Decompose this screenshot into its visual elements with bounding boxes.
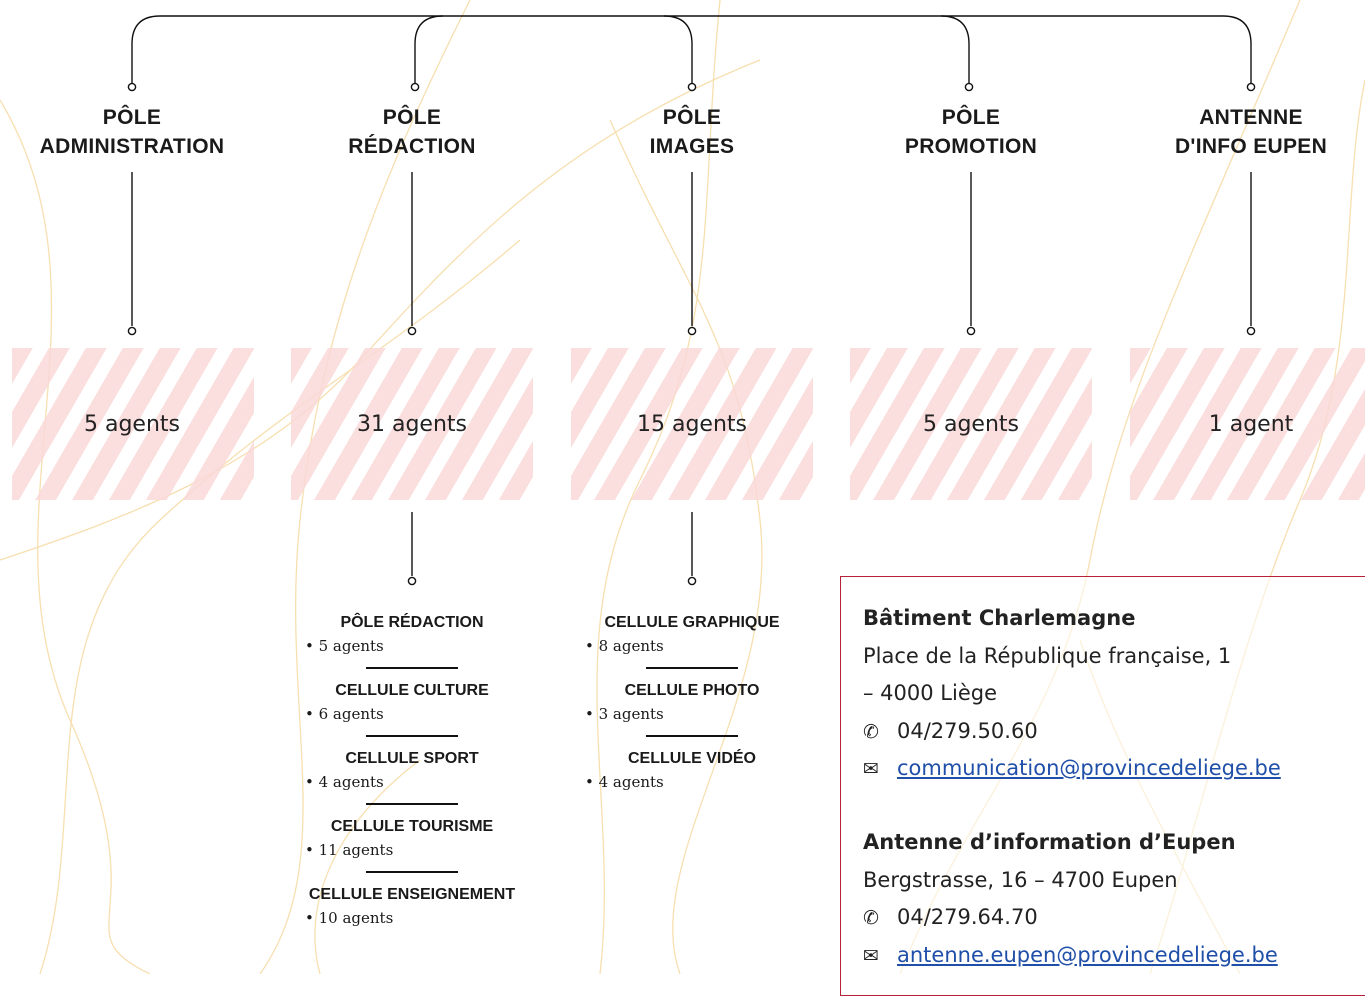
agent-count-administration: 5 agents [83, 412, 180, 437]
contact-email: ✉ communication@provincedeliege.be [863, 750, 1343, 788]
cell-title: CELLULE VIDÉO [627, 750, 756, 767]
pole-title-line2: PROMOTION [904, 135, 1038, 158]
pole-title-images: PÔLE IMAGES [572, 103, 812, 161]
cell-item: CELLULE GRAPHIQUE • 8 agents [567, 612, 817, 658]
contact-email: ✉ antenne.eupen@provincedeliege.be [863, 937, 1343, 975]
cell-divider [366, 871, 458, 873]
org-connectors [127, 15, 1256, 586]
contact-box [840, 576, 1365, 996]
pole-title-line1: PÔLE [941, 106, 1001, 129]
contact-phone: ✆ 04/279.64.70 [863, 899, 1343, 937]
cell-title: CELLULE PHOTO [624, 682, 760, 699]
pole-title-line2: D'INFO EUPEN [1174, 135, 1328, 158]
email-link[interactable]: antenne.eupen@provincedeliege.be [897, 942, 1278, 967]
phone-icon: ✆ [863, 907, 879, 929]
cell-count: • 4 agents [585, 773, 664, 791]
cell-item: CELLULE VIDÉO • 4 agents [567, 748, 817, 794]
contact-name: Antenne d’information d’Eupen [863, 830, 1236, 854]
cell-title: CELLULE SPORT [345, 750, 479, 767]
cell-count: • 11 agents [305, 841, 394, 859]
stripe-band-antenne [1130, 348, 1365, 500]
stripe-band-administration [12, 348, 254, 500]
agent-count-images: 15 agents [637, 412, 747, 437]
cell-item: CELLULE SPORT • 4 agents [287, 748, 537, 794]
contact-address: Place de la République française, 1 [863, 643, 1232, 668]
cell-count: • 5 agents [305, 637, 384, 655]
pole-title-redaction: PÔLE RÉDACTION [292, 103, 532, 161]
pole-title-line2: ADMINISTRATION [39, 135, 225, 158]
contact-charlemagne: Bâtiment Charlemagne Place de la Républi… [863, 600, 1343, 788]
cell-item: CELLULE CULTURE • 6 agents [287, 680, 537, 726]
pole-title-administration: PÔLE ADMINISTRATION [12, 103, 252, 161]
pole-title-line1: PÔLE [102, 106, 162, 129]
cell-count: • 3 agents [585, 705, 664, 723]
contact-address: – 4000 Liège [863, 681, 997, 705]
cell-item: CELLULE TOURISME • 11 agents [287, 816, 537, 862]
cell-title: CELLULE TOURISME [330, 818, 494, 835]
cell-count: • 8 agents [585, 637, 664, 655]
cell-divider [366, 803, 458, 805]
images-cells: CELLULE GRAPHIQUE • 8 agents CELLULE PHO… [567, 612, 817, 794]
email-link[interactable]: communication@provincedeliege.be [897, 756, 1281, 780]
pole-title-line2: RÉDACTION [348, 135, 476, 158]
pole-title-line1: PÔLE [662, 106, 722, 129]
cell-title: CELLULE ENSEIGNEMENT [308, 886, 516, 903]
agent-count-promotion: 5 agents [922, 412, 1019, 437]
contact-phone-number: 04/279.64.70 [897, 905, 1038, 929]
cell-item: CELLULE ENSEIGNEMENT • 10 agents [287, 884, 537, 930]
cell-divider [366, 667, 458, 669]
redaction-cells: PÔLE RÉDACTION • 5 agents CELLULE CULTUR… [287, 612, 537, 930]
pole-title-line2: IMAGES [649, 135, 735, 158]
contact-name: Bâtiment Charlemagne [863, 606, 1136, 630]
cell-title: CELLULE GRAPHIQUE [604, 614, 780, 631]
contact-eupen: Antenne d’information d’Eupen Bergstrass… [863, 824, 1343, 974]
cell-item: CELLULE PHOTO • 3 agents [567, 680, 817, 726]
cell-title: CELLULE CULTURE [335, 682, 489, 699]
cell-count: • 4 agents [305, 773, 384, 791]
contact-phone-number: 04/279.50.60 [897, 718, 1038, 743]
cell-count: • 10 agents [305, 909, 394, 927]
pole-title-line1: PÔLE [382, 106, 442, 129]
cell-count: • 6 agents [305, 705, 384, 723]
mailbox-icon: ✉ [863, 944, 879, 967]
agent-count-antenne: 1 agent [1208, 412, 1294, 437]
mailbox-icon: ✉ [863, 758, 879, 780]
cell-title: PÔLE RÉDACTION [340, 614, 484, 631]
phone-icon: ✆ [863, 720, 879, 743]
cell-divider [646, 667, 738, 669]
cell-item: PÔLE RÉDACTION • 5 agents [287, 612, 537, 658]
cell-divider [366, 735, 458, 737]
agent-count-redaction: 31 agents [357, 412, 467, 437]
stripe-band-images [571, 348, 813, 500]
stripe-band-promotion [850, 348, 1092, 500]
pole-title-antenne: ANTENNE D'INFO EUPEN [1131, 103, 1365, 161]
stripe-band-redaction [291, 348, 533, 500]
pole-title-line1: ANTENNE [1199, 106, 1303, 129]
contact-phone: ✆ 04/279.50.60 [863, 713, 1343, 751]
contact-address: Bergstrasse, 16 – 4700 Eupen [863, 867, 1178, 892]
pole-title-promotion: PÔLE PROMOTION [851, 103, 1091, 161]
cell-divider [646, 735, 738, 737]
